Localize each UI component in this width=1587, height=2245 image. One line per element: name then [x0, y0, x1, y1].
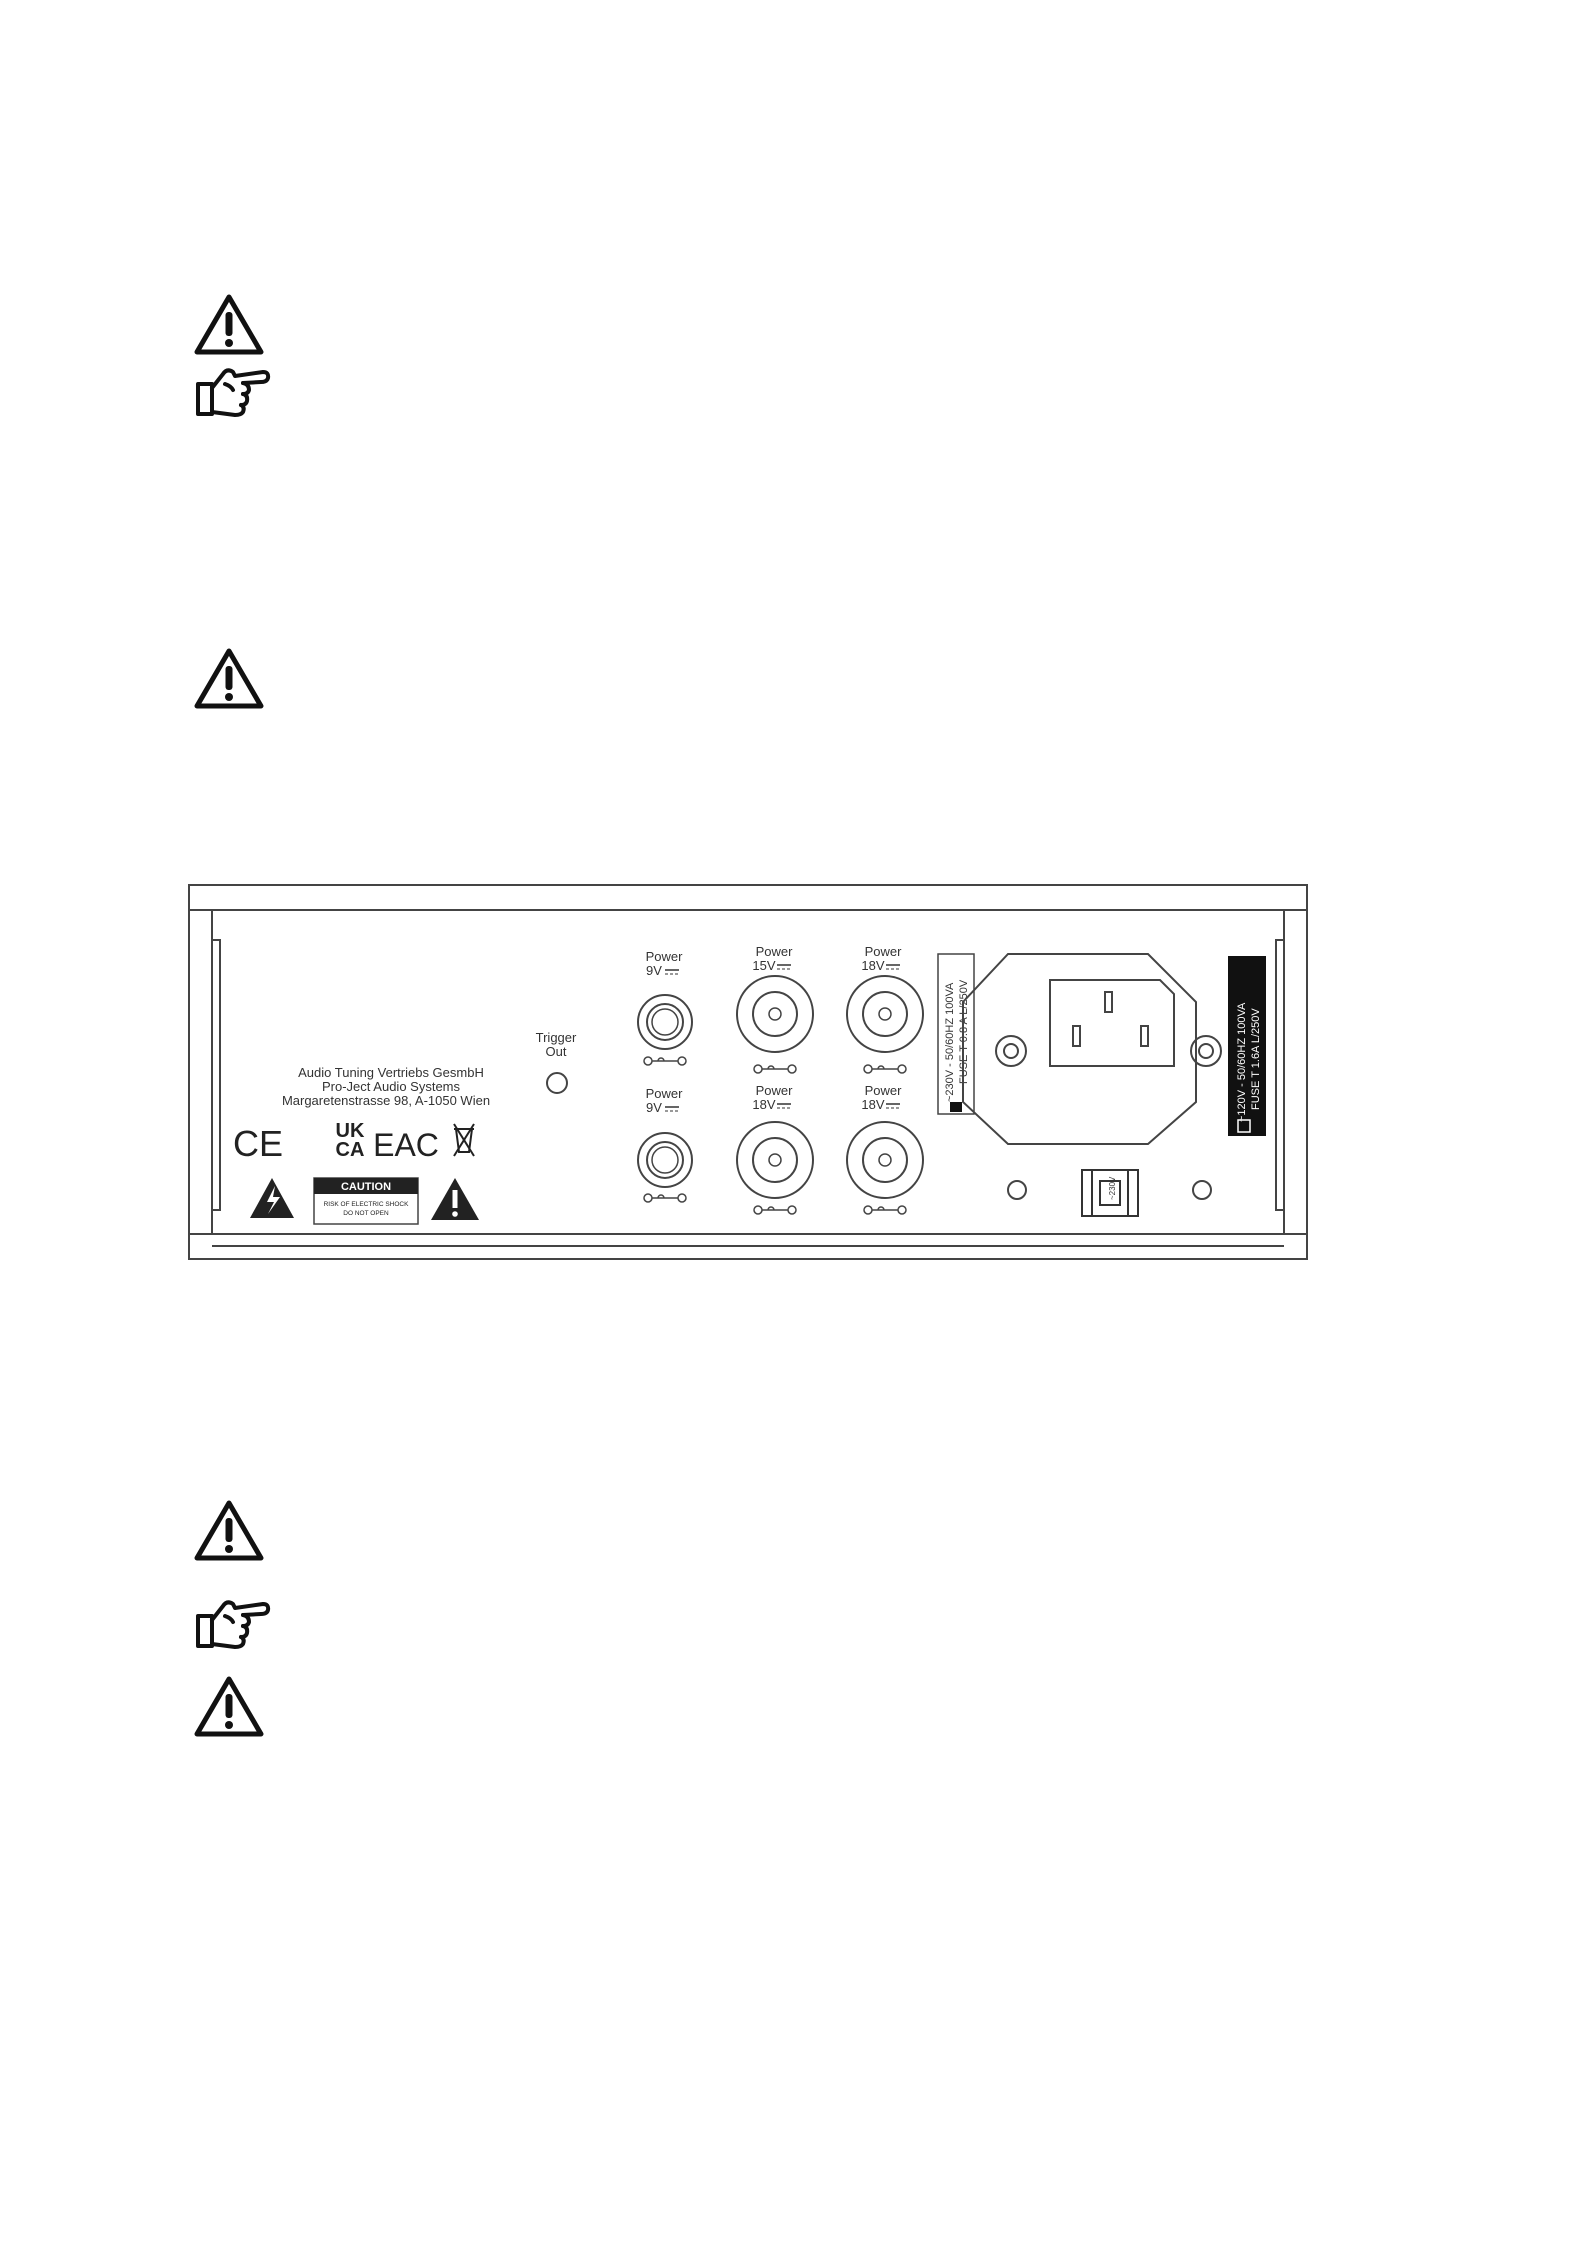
power-label: Power [646, 1086, 684, 1101]
voltage-selector-label: ~230V [1108, 1176, 1117, 1200]
warning-triangle-icon [194, 1676, 264, 1737]
power-18v-connector-bottom: Power 18V [846, 1083, 924, 1215]
voltage-230v-indicator [950, 1102, 962, 1112]
pointing-hand-icon [196, 1600, 271, 1649]
iec-power-inlet [962, 953, 1222, 1145]
warning-triangle-icon [194, 294, 264, 355]
ce-mark: CE [233, 1123, 283, 1164]
company-address: Margaretenstrasse 98, A-1050 Wien [282, 1093, 490, 1108]
mounting-hole [1007, 1180, 1027, 1200]
warning-triangle-icon [194, 648, 264, 709]
voltage-selector-switch [1081, 1169, 1139, 1217]
voltage-label: 9V [646, 963, 662, 978]
voltage-label: 18V [752, 1097, 775, 1112]
caution-line1: RISK OF ELECTRIC SHOCK [324, 1201, 410, 1208]
power-label: Power [646, 949, 684, 964]
voltage-label-230v [937, 953, 975, 1115]
trigger-label-line2: Out [546, 1044, 567, 1059]
voltage-label: 15V [752, 958, 775, 973]
power-18v-connector-top: Power 18V [846, 944, 924, 1074]
company-name: Audio Tuning Vertriebs GesmbH [298, 1065, 484, 1080]
caution-title-bar [314, 1178, 418, 1194]
caution-title: CAUTION [341, 1181, 391, 1193]
general-warning-icon [431, 1178, 479, 1220]
ukca-mark-top: UK [336, 1120, 365, 1142]
voltage-label: 9V [646, 1100, 662, 1115]
enclosure-outline [188, 884, 1308, 1260]
eac-mark: EAC [373, 1127, 439, 1163]
power-label: Power [756, 944, 794, 959]
power-label: Power [756, 1083, 794, 1098]
power-label: Power [865, 944, 903, 959]
power-9v-top-connector: Power 9V [637, 949, 693, 1066]
ukca-mark-bottom: CA [336, 1139, 365, 1161]
trigger-out-jack [546, 1072, 568, 1094]
rear-panel-drawing: Trigger Out Power 9V Power 9V Power 15V [188, 884, 1308, 1260]
power-18v-connector-mid: Power 18V [736, 1083, 814, 1215]
voltage-label-120v [1228, 956, 1266, 1136]
weee-bin-icon [453, 1123, 475, 1157]
electric-shock-warning-icon [250, 1178, 294, 1218]
voltage-120v-line2: FUSE T 1.6A L/250V [1250, 1008, 1262, 1110]
trigger-label-line1: Trigger [536, 1030, 577, 1045]
voltage-120v-line1: ~120V - 50/60HZ 100VA [1236, 1002, 1248, 1122]
voltage-230v-line1: ~230V - 50/60HZ 100VA [944, 982, 956, 1102]
mounting-hole [1192, 1180, 1212, 1200]
caution-line2: DO NOT OPEN [343, 1210, 389, 1217]
power-label: Power [865, 1083, 903, 1098]
voltage-label: 18V [861, 1097, 884, 1112]
voltage-120v-indicator [1237, 1119, 1251, 1133]
company-brand: Pro-Ject Audio Systems [322, 1079, 460, 1094]
power-15v-connector: Power 15V [736, 944, 814, 1074]
voltage-label: 18V [861, 958, 884, 973]
power-9v-bottom-connector: Power 9V [637, 1086, 693, 1203]
warning-triangle-icon [194, 1500, 264, 1561]
pointing-hand-icon [196, 368, 271, 417]
